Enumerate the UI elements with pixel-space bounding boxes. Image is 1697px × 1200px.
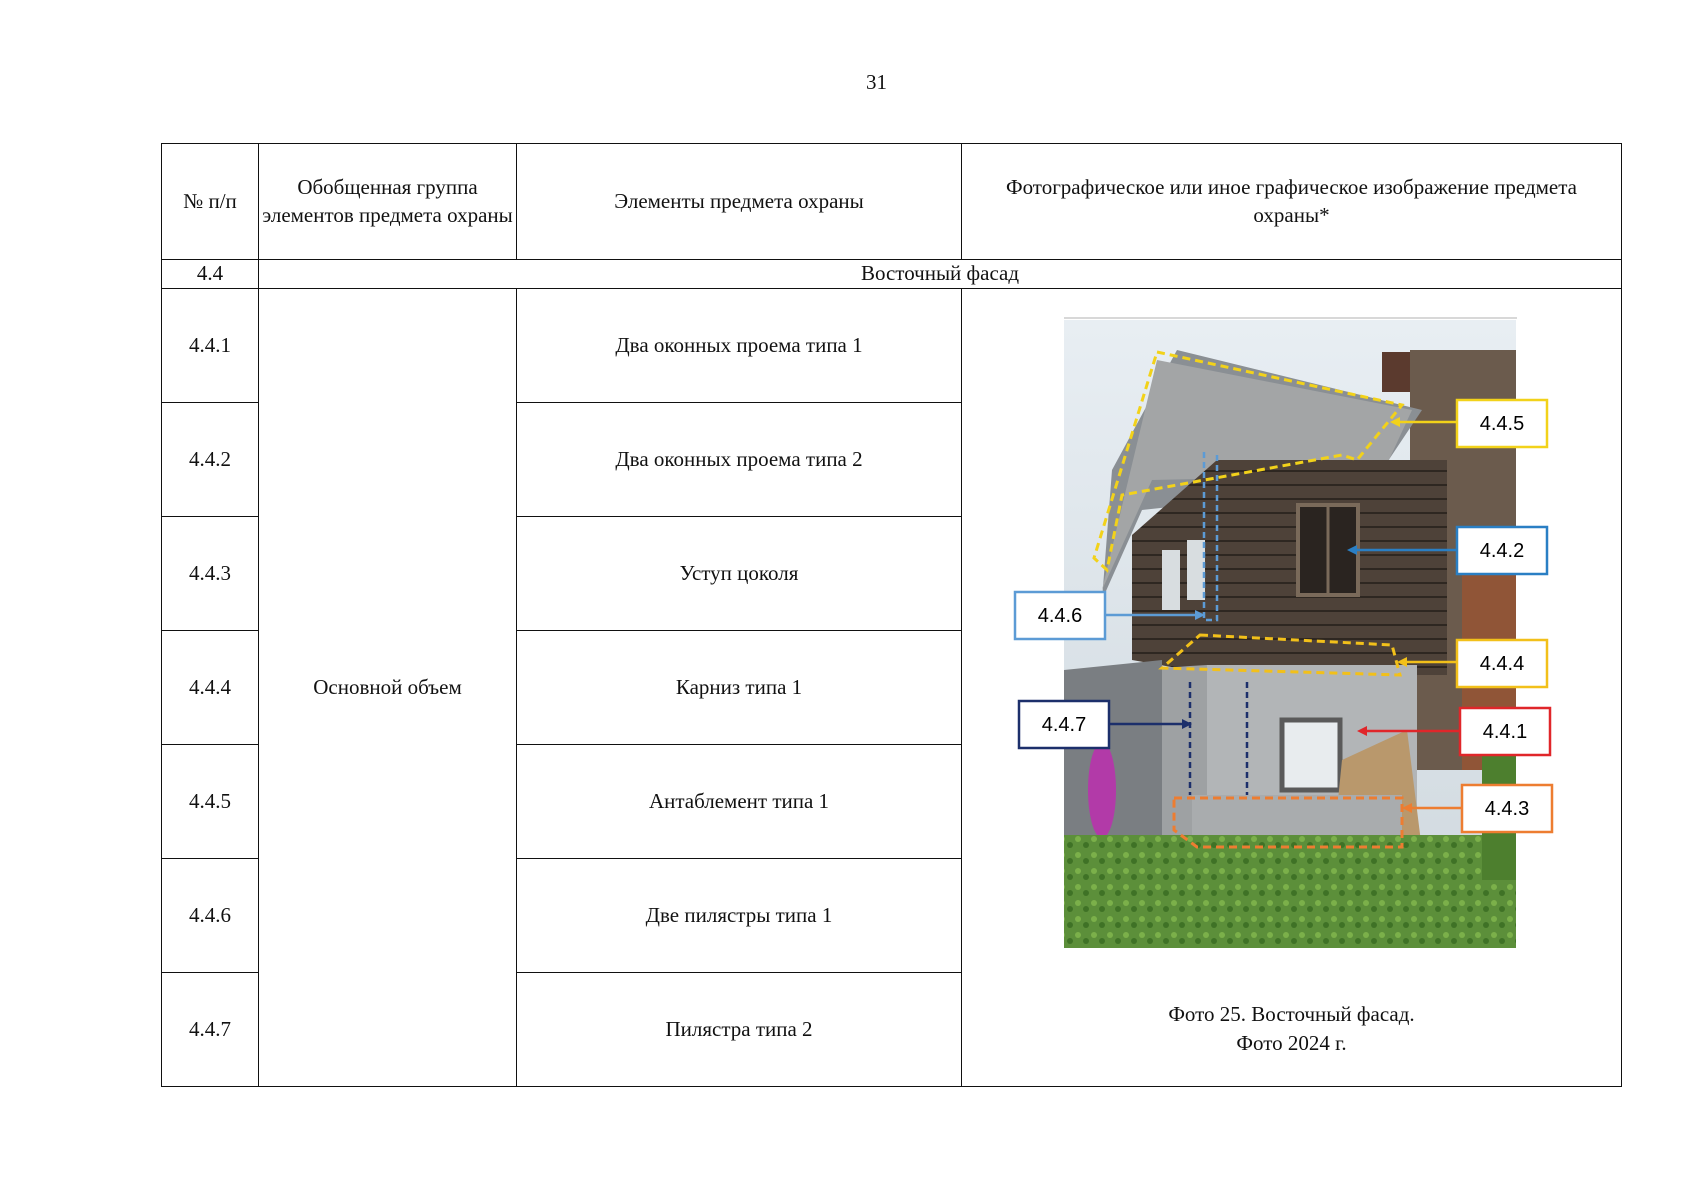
table-row: 4.4.7 Пилястра типа 2: [161, 972, 1622, 1087]
callout-label: 4.4.5: [1480, 413, 1524, 435]
grass: [1064, 835, 1516, 948]
outline-4-4-6: [1202, 452, 1219, 622]
row-element: Два оконных проема типа 1: [516, 288, 962, 403]
table-row: 4.4.1 Основной объем Два оконных проема …: [161, 288, 1622, 1087]
row-num: 4.4.6: [161, 858, 259, 973]
outline-4-4-5: [1092, 350, 1405, 573]
table-row: 4.4.3 Уступ цоколя: [161, 516, 1622, 631]
callout-label: 4.4.2: [1480, 540, 1524, 562]
row-element: Две пилястры типа 1: [516, 858, 962, 973]
row-num: 4.4.7: [161, 972, 259, 1087]
caption-line-2: Фото 2024 г.: [1236, 1030, 1347, 1055]
row-num: 4.4.1: [161, 288, 259, 403]
header-elements: Элементы предмета охраны: [516, 143, 962, 260]
callout-4-4-1: 4.4.1: [1458, 706, 1552, 757]
section-num: 4.4: [161, 259, 259, 289]
callout-4-4-2: 4.4.2: [1455, 525, 1549, 576]
header-num: № п/п: [161, 143, 259, 260]
callout-4-4-5: 4.4.5: [1455, 398, 1549, 449]
row-element: Пилястра типа 2: [516, 972, 962, 1087]
caption-line-1: Фото 25. Восточный фасад.: [1168, 1002, 1415, 1027]
row-num: 4.4.5: [161, 744, 259, 859]
callout-4-4-7: 4.4.7: [1017, 699, 1111, 750]
section-row: 4.4 Восточный фасад: [161, 259, 1622, 289]
photo-caption: Фото 25. Восточный фасад. Фото 2024 г.: [962, 1000, 1621, 1057]
group-cell: Основной объем: [258, 288, 517, 1087]
table-row: 4.4.5 Антаблемент типа 1: [161, 744, 1622, 859]
arrowhead-4-4-7: [1182, 719, 1192, 729]
callout-label: 4.4.1: [1483, 721, 1527, 743]
lower-window: [1279, 717, 1343, 793]
arrowhead-4-4-5: [1390, 417, 1400, 427]
header-group: Обобщенная группа элементов предмета охр…: [258, 143, 517, 260]
photo-wrap: 4.4.5 4.4.2 4.4.6 4.4.4: [962, 290, 1621, 1085]
arrowhead-4-4-6: [1195, 610, 1205, 620]
protection-table: № п/п Обобщенная группа элементов предме…: [161, 143, 1622, 1087]
chimney: [1382, 352, 1410, 392]
callout-4-4-3: 4.4.3: [1460, 783, 1554, 834]
callout-4-4-4: 4.4.4: [1455, 638, 1549, 689]
row-element: Два оконных проема типа 2: [516, 402, 962, 517]
callout-4-4-6: 4.4.6: [1013, 590, 1107, 641]
arrowhead-4-4-1: [1357, 726, 1367, 736]
facade-photo: 4.4.5 4.4.2 4.4.6 4.4.4: [1013, 317, 1554, 948]
page-number: 31: [866, 70, 887, 94]
side-window-b: [1187, 540, 1205, 600]
arrowhead-4-4-3: [1402, 803, 1412, 813]
row-element: Антаблемент типа 1: [516, 744, 962, 859]
arrowhead-4-4-4: [1397, 657, 1407, 667]
callout-label: 4.4.6: [1038, 605, 1082, 627]
header-photo-text: Фотографическое или иное графическое изо…: [1005, 175, 1577, 227]
side-window-a: [1162, 550, 1180, 610]
outline-4-4-3: [1172, 796, 1404, 849]
shed: [1064, 660, 1162, 850]
callout-label: 4.4.4: [1480, 653, 1524, 675]
callout-label: 4.4.3: [1485, 798, 1529, 820]
row-num: 4.4.4: [161, 630, 259, 745]
row-num: 4.4.3: [161, 516, 259, 631]
section-title: Восточный фасад: [258, 259, 1622, 289]
header-row: № п/п Обобщенная группа элементов предме…: [161, 143, 1622, 260]
row-element: Карниз типа 1: [516, 630, 962, 745]
table-row: 4.4.2 Два оконных проема типа 2: [161, 402, 1622, 517]
row-num: 4.4.2: [161, 402, 259, 517]
person: [1088, 742, 1116, 838]
arrowhead-4-4-2: [1347, 545, 1357, 555]
outline-4-4-4: [1158, 633, 1402, 677]
header-photo: Фотографическое или иное графическое изо…: [961, 143, 1622, 260]
row-element: Уступ цоколя: [516, 516, 962, 631]
callout-label: 4.4.7: [1042, 714, 1086, 736]
photo-cell: 4.4.5 4.4.2 4.4.6 4.4.4: [961, 288, 1622, 1087]
